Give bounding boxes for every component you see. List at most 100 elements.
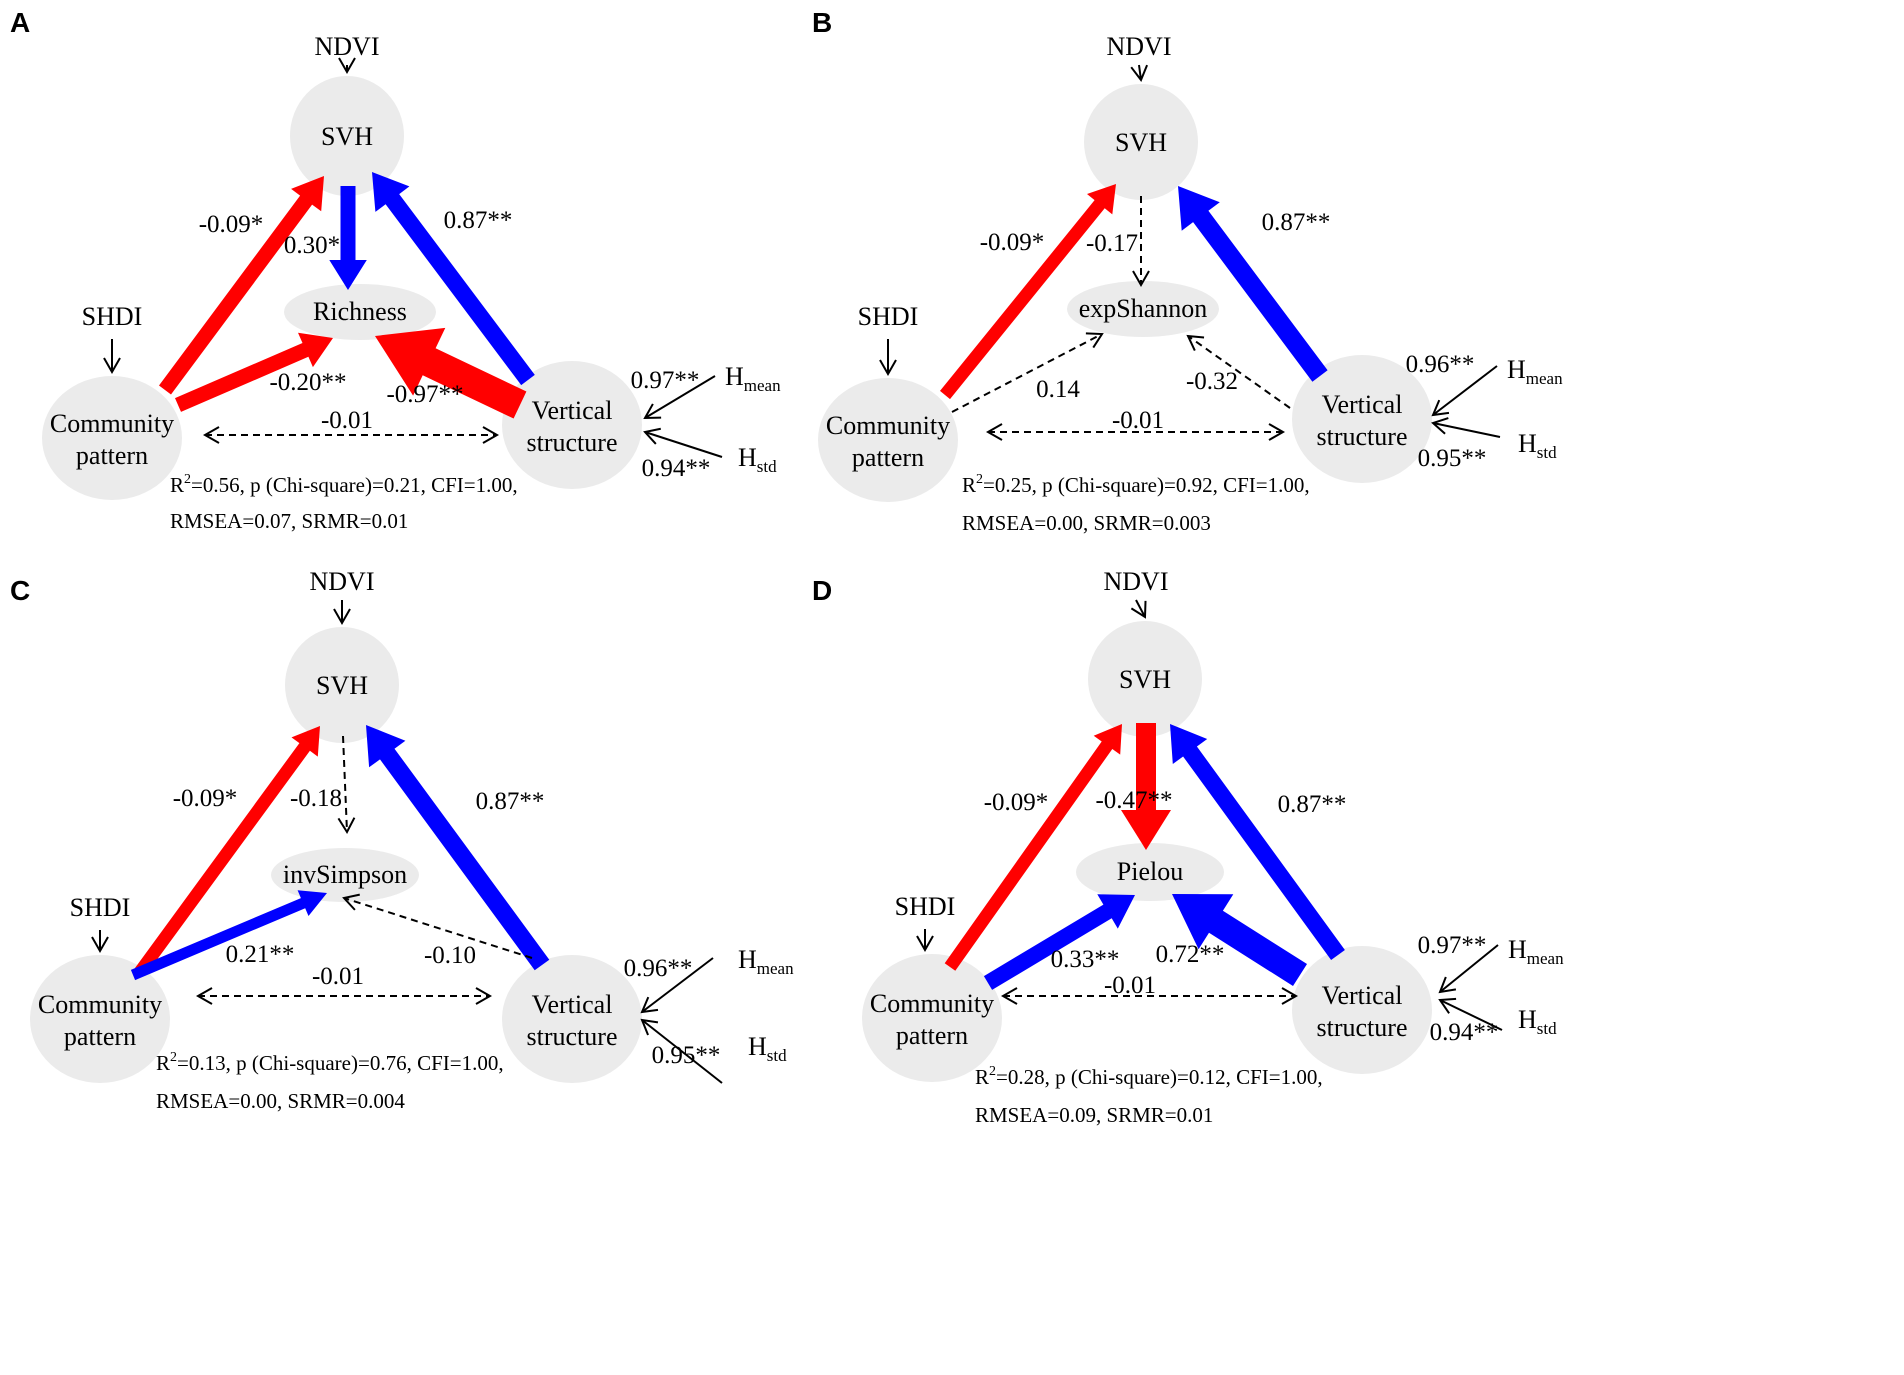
panel-label: D xyxy=(812,575,832,606)
label-community-line1: Community xyxy=(38,990,162,1019)
coef-hmean: 0.96** xyxy=(624,955,693,982)
coef-hstd: 0.95** xyxy=(1418,445,1487,472)
coef-cp-svh: -0.09* xyxy=(173,785,238,812)
coef-vs-div: -0.10 xyxy=(424,942,476,969)
coef-cp-svh: -0.09* xyxy=(199,211,264,238)
fit-statistics-line2: RMSEA=0.07, SRMR=0.01 xyxy=(170,509,408,533)
label-vertical-line2: structure xyxy=(527,1022,618,1051)
arrow-hmean-vertical xyxy=(1431,365,1498,417)
path-vs_svh xyxy=(372,172,535,386)
node-vertical-structure xyxy=(1292,355,1432,483)
label-community-line2: pattern xyxy=(852,443,924,472)
coef-vs-div: -0.32 xyxy=(1186,368,1238,395)
path-vs_div xyxy=(1186,334,1291,409)
label-vertical-line2: structure xyxy=(527,428,618,457)
label-ndvi: NDVI xyxy=(315,32,380,61)
arrow-shdi-community xyxy=(879,339,897,377)
path-svh_div xyxy=(329,186,367,290)
node-community-pattern xyxy=(818,378,958,502)
label-hstd: Hstd xyxy=(738,443,777,476)
coef-cp-div: -0.20** xyxy=(269,369,346,396)
label-hmean: Hmean xyxy=(1507,355,1563,388)
label-hstd: Hstd xyxy=(1518,1005,1557,1038)
path-cp_div xyxy=(951,332,1104,413)
coef-hmean: 0.96** xyxy=(1406,351,1475,378)
label-diversity: Pielou xyxy=(1117,857,1183,886)
path-vs_div xyxy=(375,327,527,419)
label-community-line1: Community xyxy=(826,411,950,440)
path-svh_div xyxy=(1121,723,1171,850)
coef-cp-vs: -0.01 xyxy=(321,407,373,434)
path-cp_svh xyxy=(159,176,324,395)
fit-statistics-line1: R2=0.28, p (Chi-square)=0.12, CFI=1.00, xyxy=(975,1064,1323,1089)
label-svh: SVH xyxy=(316,671,368,700)
coef-cp-vs: -0.01 xyxy=(312,963,364,990)
coef-cp-svh: -0.09* xyxy=(980,229,1045,256)
label-svh: SVH xyxy=(1115,128,1167,157)
coef-vs-div: -0.97** xyxy=(386,381,463,408)
coef-hstd: 0.94** xyxy=(642,455,711,482)
arrow-hstd-vertical xyxy=(1431,417,1501,438)
fit-statistics-line1: R2=0.56, p (Chi-square)=0.21, CFI=1.00, xyxy=(170,472,518,497)
node-svh xyxy=(1084,84,1198,200)
path-svh_div xyxy=(337,735,356,835)
label-shdi: SHDI xyxy=(82,302,143,331)
label-community-line1: Community xyxy=(870,989,994,1018)
fit-statistics-line1: R2=0.13, p (Chi-square)=0.76, CFI=1.00, xyxy=(156,1050,504,1075)
path-cp_svh xyxy=(944,724,1122,971)
node-diversity xyxy=(284,284,436,340)
panel-label: C xyxy=(10,575,30,606)
arrow-hstd-vertical xyxy=(643,427,723,458)
label-hstd: Hstd xyxy=(748,1032,787,1065)
coef-hmean: 0.97** xyxy=(1418,932,1487,959)
panel-a: ANDVISVHSHDICommunitypatternVerticalstru… xyxy=(10,7,781,533)
arrow-cov-community-vertical xyxy=(202,426,500,444)
label-vertical-line1: Vertical xyxy=(1322,981,1403,1010)
label-diversity: invSimpson xyxy=(283,860,407,889)
coef-vs-svh: 0.87** xyxy=(1278,791,1347,818)
coef-cp-div: 0.21** xyxy=(226,941,295,968)
path-cp_div xyxy=(175,332,333,412)
arrow-ndvi-svh xyxy=(1130,599,1147,619)
node-community-pattern xyxy=(42,376,182,500)
coef-svh-div: -0.18 xyxy=(290,785,342,812)
coef-svh-div: 0.30* xyxy=(284,232,340,259)
arrow-ndvi-svh xyxy=(338,57,356,75)
path-vs_svh xyxy=(1178,186,1328,382)
label-vertical-line1: Vertical xyxy=(532,396,613,425)
node-community-pattern xyxy=(862,954,1002,1082)
node-svh xyxy=(1088,621,1202,737)
fit-statistics-line2: RMSEA=0.00, SRMR=0.004 xyxy=(156,1089,405,1113)
path-vs_svh xyxy=(366,725,550,971)
label-diversity: Richness xyxy=(313,297,407,326)
node-svh xyxy=(290,76,404,196)
coef-svh-div: -0.17 xyxy=(1086,230,1138,257)
path-cp_svh xyxy=(940,184,1116,400)
coef-hstd: 0.95** xyxy=(652,1042,721,1069)
path-cp_div xyxy=(130,890,327,981)
node-vertical-structure xyxy=(502,361,642,489)
node-vertical-structure xyxy=(1292,946,1432,1074)
arrow-cov-community-vertical xyxy=(985,423,1286,441)
fit-statistics-line2: RMSEA=0.09, SRMR=0.01 xyxy=(975,1103,1213,1127)
node-vertical-structure xyxy=(502,955,642,1083)
node-svh xyxy=(285,627,399,743)
path-vs_div xyxy=(1172,894,1307,986)
coef-hstd: 0.94** xyxy=(1430,1019,1499,1046)
coef-svh-div: -0.47** xyxy=(1095,787,1172,814)
arrow-cov-community-vertical xyxy=(195,987,493,1005)
arrow-hmean-vertical xyxy=(640,957,714,1014)
path-cp_div xyxy=(983,894,1135,990)
label-vertical-line2: structure xyxy=(1317,422,1408,451)
arrow-shdi-community xyxy=(916,929,934,953)
label-svh: SVH xyxy=(321,122,373,151)
label-community-line1: Community xyxy=(50,409,174,438)
label-vertical-line2: structure xyxy=(1317,1013,1408,1042)
arrow-cov-community-vertical xyxy=(1000,987,1299,1005)
node-diversity xyxy=(271,848,419,902)
coef-cp-vs: -0.01 xyxy=(1112,407,1164,434)
fit-statistics-line2: RMSEA=0.00, SRMR=0.003 xyxy=(962,511,1211,535)
label-vertical-line1: Vertical xyxy=(1322,390,1403,419)
